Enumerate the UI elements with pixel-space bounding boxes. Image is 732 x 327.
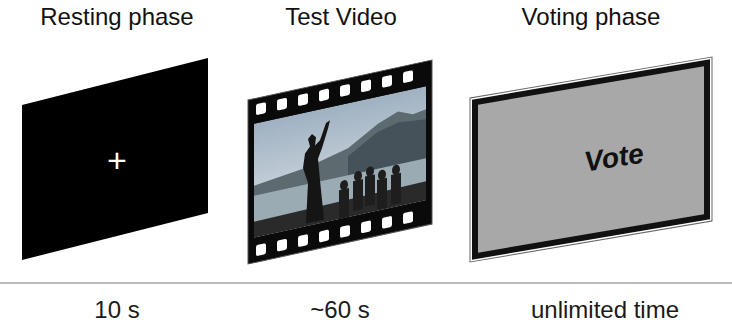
- phase-title: Voting phase: [460, 3, 722, 31]
- time-axis-line: [0, 282, 732, 283]
- duration-label: 10 s: [94, 296, 139, 324]
- sprocket-hole: [382, 75, 392, 88]
- sprocket-hole: [319, 88, 329, 101]
- sprocket-hole: [340, 84, 350, 97]
- sprocket-hole: [361, 220, 371, 233]
- resting-screen: [22, 58, 208, 260]
- sprocket-hole: [403, 70, 413, 83]
- sprocket-hole: [256, 243, 266, 256]
- rest-panel: Resting phase +: [10, 0, 224, 272]
- panel-outline: [236, 0, 446, 275]
- sprocket-hole: [403, 211, 413, 224]
- sprocket-hole: [277, 98, 287, 111]
- sprocket-hole: [298, 93, 308, 106]
- panel-outline: [10, 0, 224, 272]
- fixation-cross: +: [107, 141, 127, 180]
- sprocket-hole: [277, 239, 287, 252]
- duration-label: unlimited time: [531, 296, 679, 324]
- sprocket-hole: [361, 79, 371, 92]
- vote-border: [472, 59, 710, 259]
- vote-frame: [470, 57, 712, 262]
- phase-title: Resting phase: [10, 3, 224, 31]
- sprocket-hole: [382, 216, 392, 229]
- vote-panel: Voting phaseVote: [460, 0, 722, 272]
- video-still: [254, 86, 426, 237]
- sprocket-hole: [256, 102, 266, 115]
- film-panel: Test Video: [236, 0, 446, 275]
- vote-screen: [478, 66, 704, 252]
- sprocket-hole: [340, 225, 350, 238]
- sprocket-hole: [298, 234, 308, 247]
- phase-title: Test Video: [236, 3, 446, 31]
- duration-label: ~60 s: [310, 296, 369, 324]
- film-strip: [248, 60, 432, 264]
- sprocket-hole: [319, 229, 329, 242]
- panel-outline: [460, 0, 722, 272]
